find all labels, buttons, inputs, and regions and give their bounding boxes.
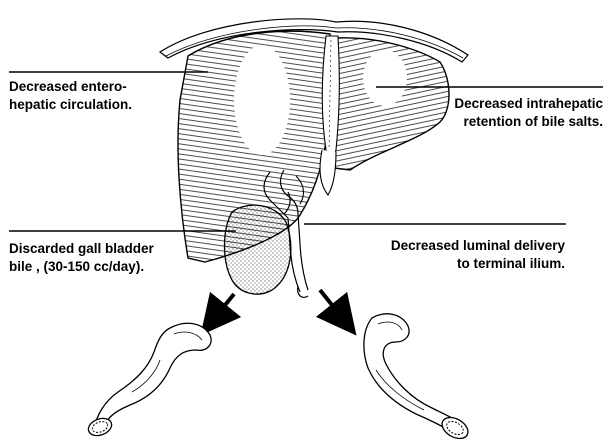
intrahepatic-line-2: retention of bile salts. — [454, 113, 603, 131]
arrows — [213, 290, 344, 320]
luminal-delivery-label: Decreased luminal delivery to terminal i… — [391, 237, 565, 273]
enterohepatic-line-1: Decreased entero- — [9, 78, 132, 96]
gallbladder-bile-label: Discarded gall bladder bile , (30-150 cc… — [9, 240, 154, 276]
luminal-line-1: Decreased luminal delivery — [391, 237, 565, 255]
enterohepatic-circulation-label: Decreased entero- hepatic circulation. — [9, 78, 132, 114]
arrow-icon — [320, 290, 344, 320]
enterohepatic-line-2: hepatic circulation. — [9, 96, 132, 114]
arrow-icon — [213, 294, 234, 320]
intestine-illustration — [364, 314, 472, 439]
intrahepatic-retention-label: Decreased intrahepatic retention of bile… — [454, 95, 603, 131]
intestine-illustration — [86, 323, 211, 438]
intrahepatic-line-1: Decreased intrahepatic — [454, 95, 603, 113]
gallbladder-line-1: Discarded gall bladder — [9, 240, 154, 258]
luminal-line-2: to terminal ilium. — [391, 255, 565, 273]
liver-illustration — [160, 19, 468, 270]
gallbladder-line-2: bile , (30-150 cc/day). — [9, 258, 154, 276]
